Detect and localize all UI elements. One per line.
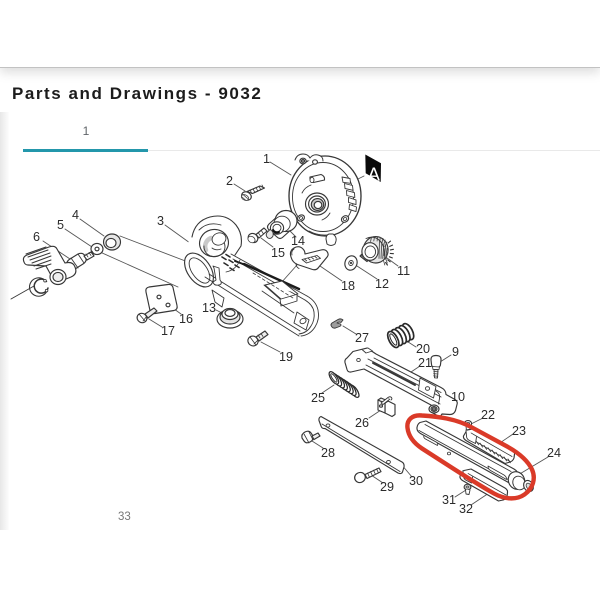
svg-text:13: 13: [202, 301, 216, 315]
svg-text:25: 25: [311, 391, 325, 405]
svg-text:4: 4: [72, 208, 79, 222]
svg-text:23: 23: [512, 424, 526, 438]
svg-text:16: 16: [179, 312, 193, 326]
svg-text:17: 17: [161, 324, 175, 338]
svg-text:14: 14: [291, 234, 305, 248]
svg-text:33: 33: [118, 511, 131, 523]
svg-text:27: 27: [355, 331, 369, 345]
svg-text:26: 26: [355, 416, 369, 430]
svg-text:19: 19: [279, 350, 293, 364]
svg-text:20: 20: [416, 342, 430, 356]
svg-text:18: 18: [341, 279, 355, 293]
svg-text:29: 29: [380, 480, 394, 494]
svg-text:30: 30: [409, 474, 423, 488]
svg-text:9: 9: [452, 345, 459, 359]
svg-text:2: 2: [226, 174, 233, 188]
svg-text:15: 15: [271, 246, 285, 260]
svg-text:10: 10: [451, 390, 465, 404]
svg-text:A: A: [368, 163, 381, 184]
svg-text:12: 12: [375, 277, 389, 291]
svg-text:22: 22: [481, 408, 495, 422]
svg-text:31: 31: [442, 493, 456, 507]
svg-text:28: 28: [321, 446, 335, 460]
svg-text:5: 5: [57, 218, 64, 232]
svg-text:3: 3: [157, 214, 164, 228]
svg-text:32: 32: [459, 502, 473, 516]
svg-text:24: 24: [547, 446, 561, 460]
svg-text:11: 11: [397, 264, 410, 278]
svg-text:1: 1: [263, 152, 270, 166]
svg-text:21: 21: [418, 356, 432, 370]
svg-text:6: 6: [33, 230, 40, 244]
